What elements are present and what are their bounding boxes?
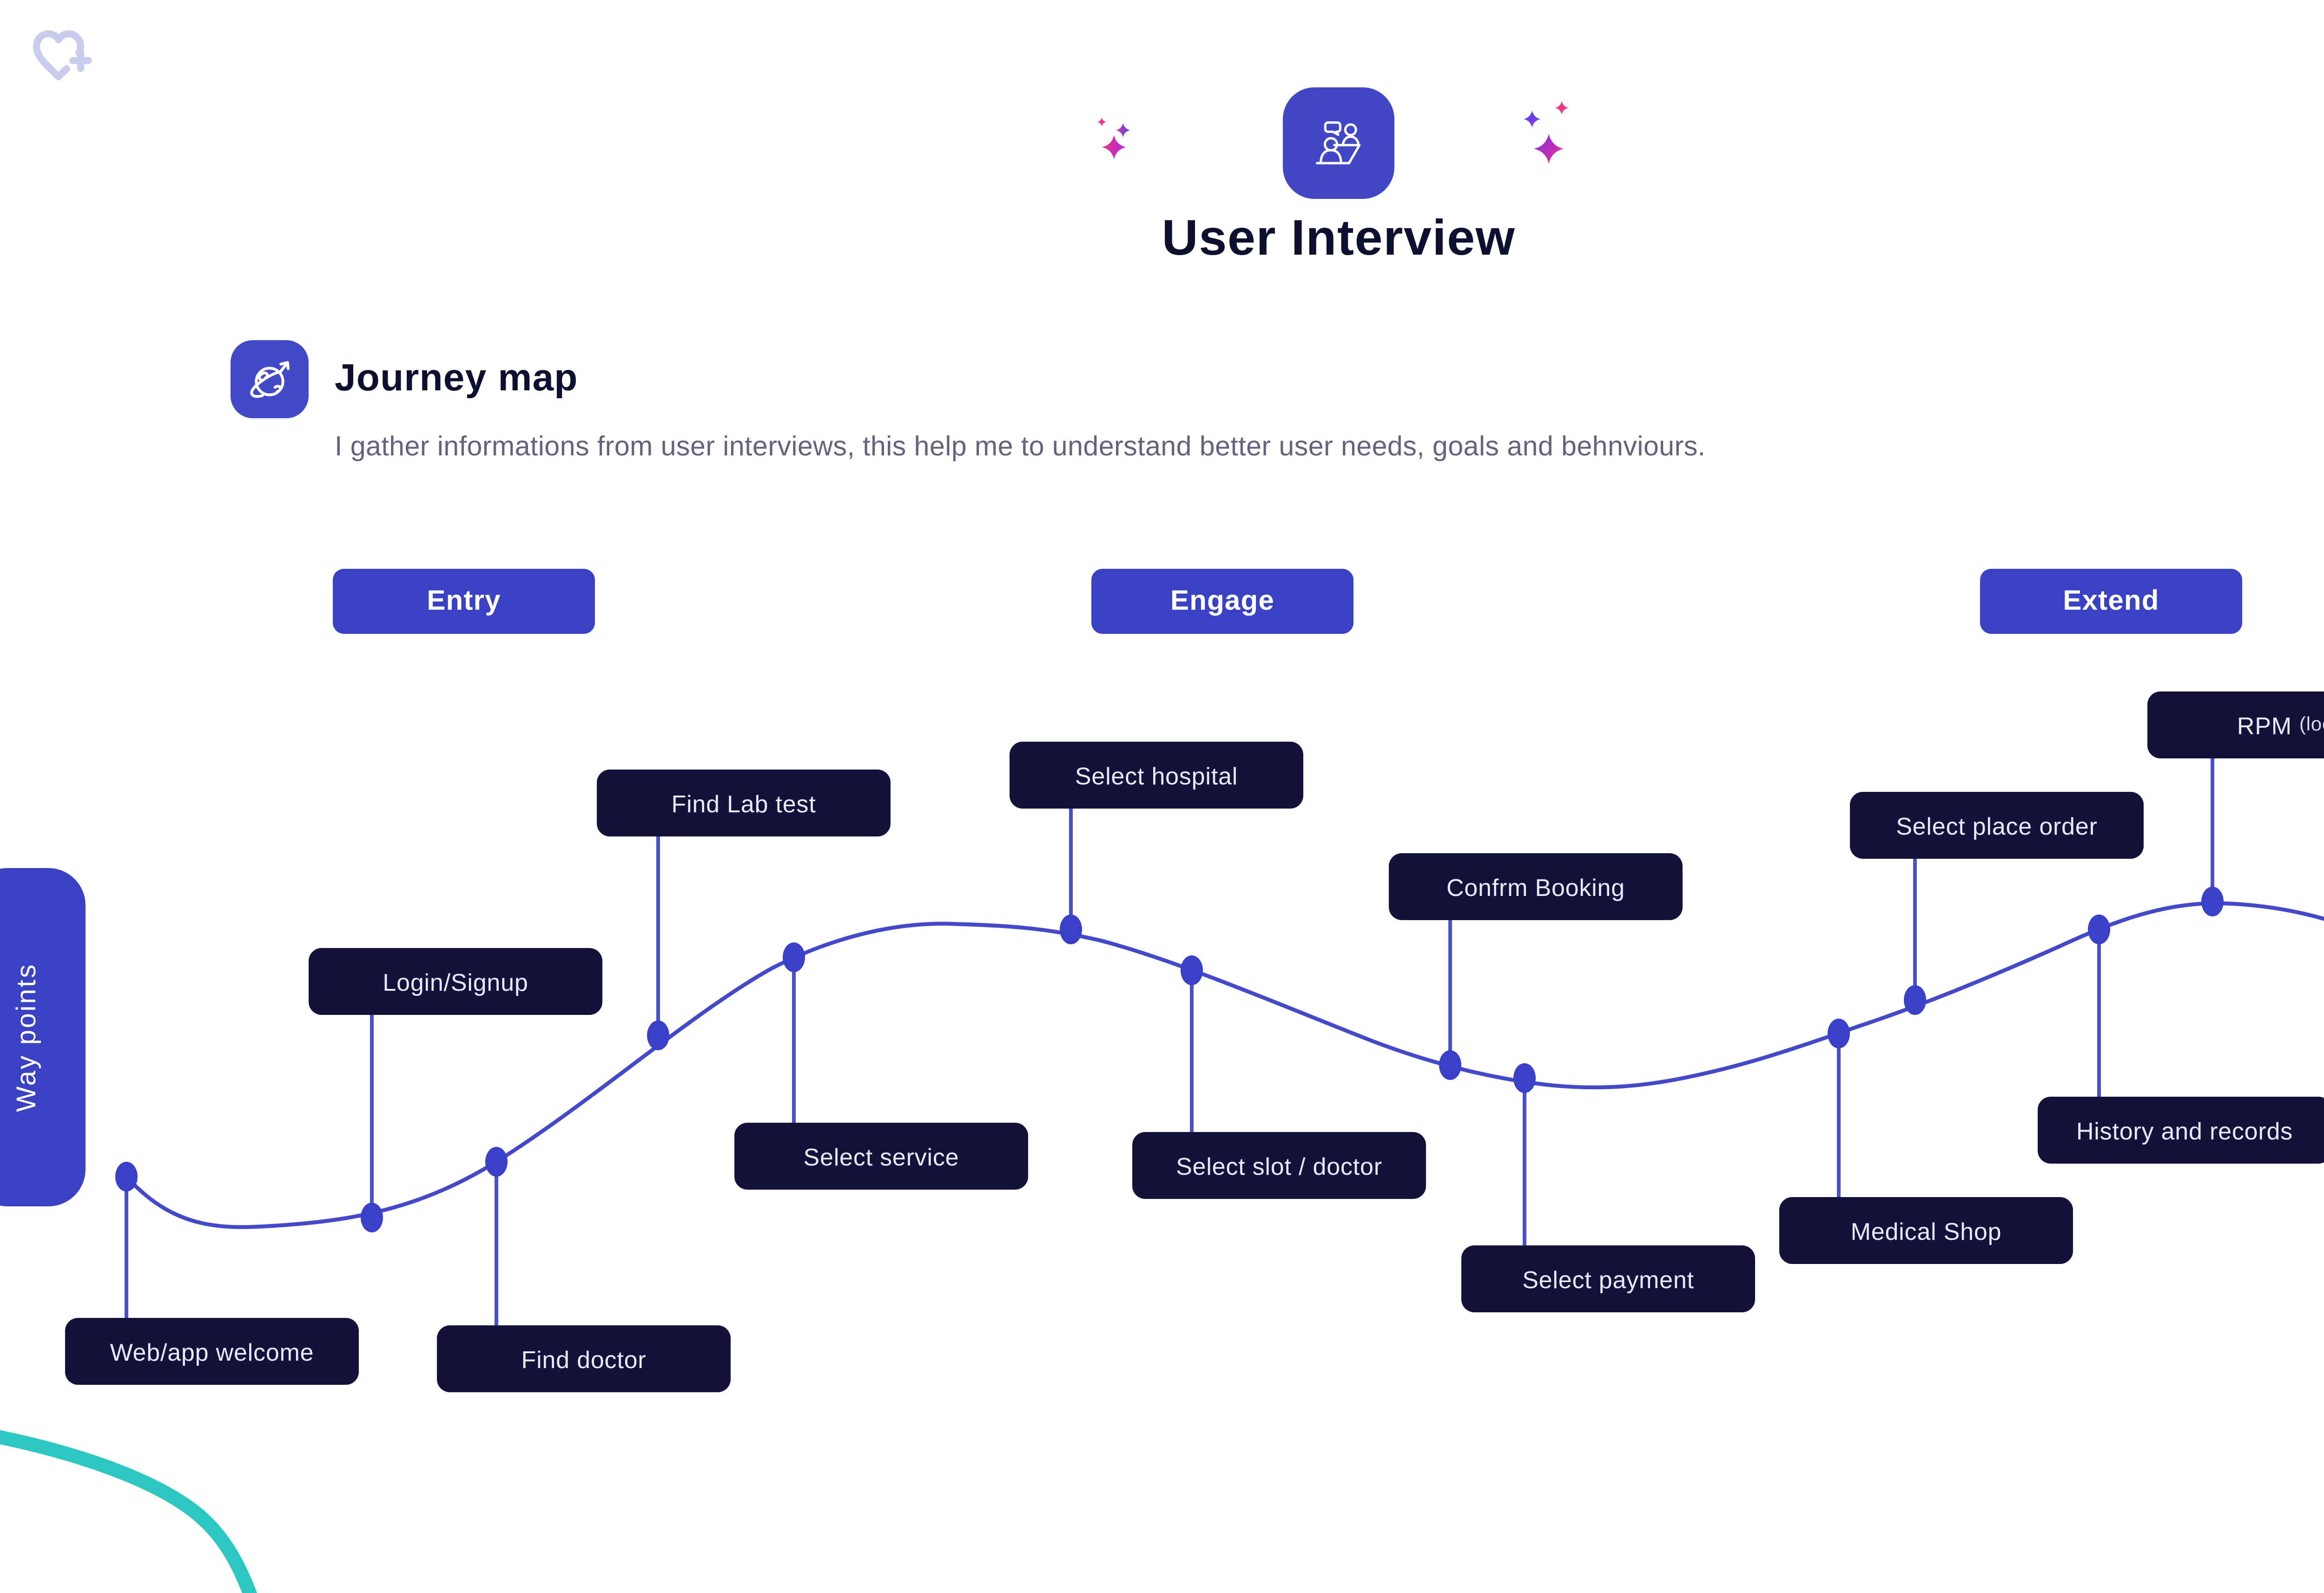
sparkles-decoration <box>1097 101 1569 164</box>
section-description: I gather informations from user intervie… <box>335 433 1706 463</box>
waypoint-dot <box>1513 1063 1536 1093</box>
waypoint-dot <box>647 1020 669 1050</box>
phase-button-entry[interactable]: Entry <box>333 569 595 634</box>
page-title: User Interview <box>1162 210 1516 266</box>
waypoint-label[interactable]: Find doctor <box>437 1325 731 1392</box>
waypoint-label-text: Select payment <box>1522 1265 1694 1293</box>
waypoint-label-text: Select service <box>803 1142 959 1170</box>
connector-line <box>1448 916 1452 1065</box>
connector-line <box>495 1162 498 1325</box>
waypoint-dot <box>1181 955 1203 985</box>
waypoint-label[interactable]: Medical Shop <box>1779 1197 2073 1264</box>
sparkle-star <box>1097 101 1569 164</box>
heart-plus-icon <box>33 30 92 80</box>
connector-line <box>1837 1033 1841 1197</box>
waypoint-label[interactable]: Find Lab test <box>597 770 891 836</box>
connector-line <box>1913 855 1917 1000</box>
connector-line <box>125 1177 128 1318</box>
waypoint-label-text: Find Lab test <box>671 789 816 817</box>
waypoint-label-text: Login/Signup <box>383 968 528 995</box>
teal-corner-curve <box>0 1430 257 1593</box>
waypoint-label-text: Select hospital <box>1075 761 1238 789</box>
connector-line <box>2211 755 2214 902</box>
waypoint-dot <box>2201 887 2224 916</box>
connector-line <box>656 833 660 1035</box>
connector-line <box>370 1011 374 1218</box>
waypoint-label[interactable]: Select slot / doctor <box>1132 1132 1426 1199</box>
section-heading: Journey map <box>335 357 578 400</box>
waypoint-label-text: Find doctor <box>521 1345 647 1373</box>
waypoint-label[interactable]: Select hospital <box>1010 742 1303 809</box>
waypoint-label[interactable]: Select service <box>734 1123 1028 1190</box>
connector-line <box>1523 1078 1526 1245</box>
connector-line <box>1190 970 1194 1132</box>
waypoint-dot <box>485 1147 508 1177</box>
waypoint-dot <box>1439 1050 1461 1080</box>
waypoint-label[interactable]: Confrm Booking <box>1389 853 1683 920</box>
waypoints-axis-badge: Way points <box>0 868 86 1206</box>
waypoint-label[interactable]: Web/app welcome <box>65 1318 359 1385</box>
connector-line <box>2097 929 2101 1097</box>
phase-button-engage[interactable]: Engage <box>1091 569 1353 634</box>
waypoint-dot <box>361 1203 383 1232</box>
waypoint-label-text: Medical Shop <box>1850 1217 2002 1244</box>
waypoint-dot <box>115 1162 138 1191</box>
waypoint-dot <box>1904 985 1926 1015</box>
connector-line <box>1069 805 1073 929</box>
waypoint-label[interactable]: History and records <box>2038 1097 2324 1164</box>
waypoint-label[interactable]: Select place order <box>1850 792 2144 859</box>
waypoint-label-text: Select place order <box>1896 811 2098 839</box>
waypoint-label-suffix: (loop) <box>2299 714 2324 736</box>
interview-people-icon <box>1283 87 1394 199</box>
waypoint-label-text: History and records <box>2076 1116 2293 1144</box>
waypoint-dot <box>1828 1019 1850 1048</box>
waypoint-label-text: Web/app welcome <box>110 1337 314 1365</box>
planet-icon <box>231 340 309 418</box>
phase-button-extend[interactable]: Extend <box>1980 569 2242 634</box>
waypoint-label-text: Confrm Booking <box>1446 873 1625 901</box>
connector-line <box>792 957 796 1123</box>
waypoint-dot <box>2088 915 2110 944</box>
waypoint-label-text: RPM <box>2237 711 2292 739</box>
waypoint-dot <box>1060 915 1082 944</box>
waypoint-label[interactable]: RPM (loop) <box>2147 691 2324 758</box>
waypoint-dot <box>783 942 805 972</box>
waypoint-label[interactable]: Select payment <box>1461 1245 1755 1312</box>
waypoint-label-text: Select slot / doctor <box>1176 1152 1382 1179</box>
waypoint-label[interactable]: Login/Signup <box>309 948 602 1015</box>
